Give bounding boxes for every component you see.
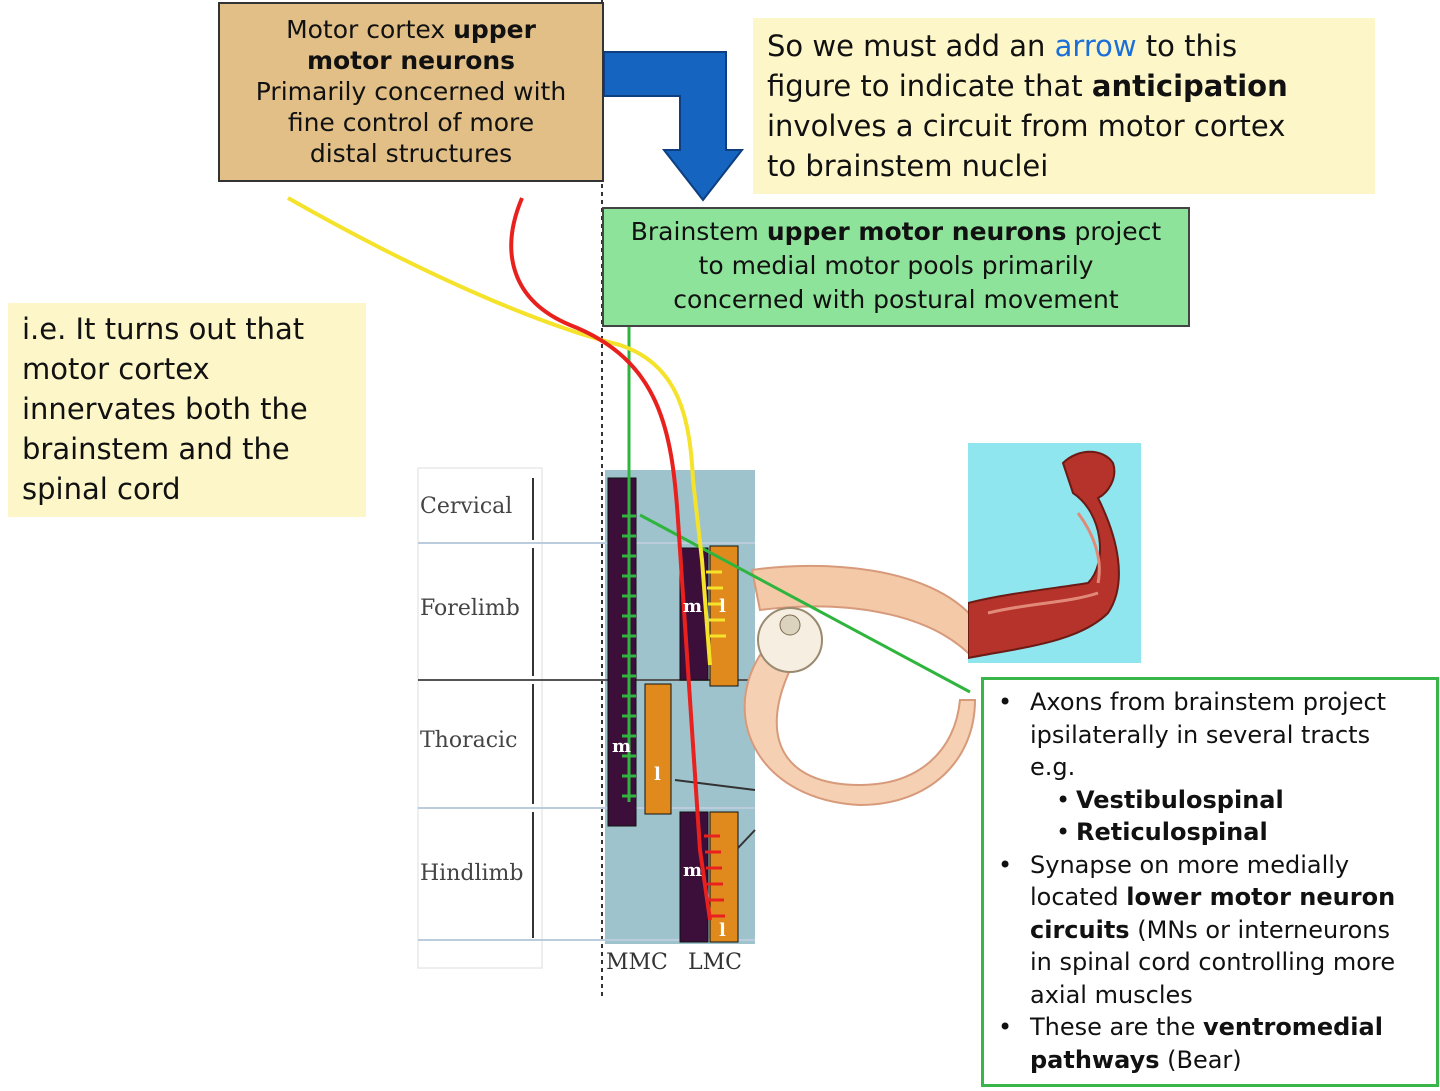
ie-text: spinal cord bbox=[22, 472, 181, 506]
brainstem-text: project bbox=[1066, 217, 1162, 246]
spinal-cord-cross-section bbox=[743, 564, 977, 807]
motor-box-text: distal structures bbox=[309, 139, 513, 168]
motor-box-bold: upper bbox=[453, 15, 536, 44]
segment-label-thoracic: Thoracic bbox=[420, 728, 518, 753]
pool-label-m: m bbox=[683, 596, 703, 617]
spinal-column-figure bbox=[417, 467, 756, 969]
axons-bullet-box: • Axons from brainstem project ipsilatera… bbox=[981, 677, 1439, 1087]
pool-label-l: l bbox=[719, 920, 726, 941]
bullet-glyph: • bbox=[1056, 785, 1071, 814]
flexed-arm-image bbox=[967, 443, 1141, 663]
brainstem-box: Brainstem upper motor neurons project to… bbox=[602, 207, 1190, 327]
pool-label-m: m bbox=[612, 736, 632, 757]
lmc-pool-forelimb bbox=[709, 545, 739, 687]
axon-text: axial muscles bbox=[1030, 980, 1193, 1009]
note-text: to brainstem nuclei bbox=[767, 149, 1049, 183]
segment-label-cervical: Cervical bbox=[420, 494, 513, 519]
ie-text: motor cortex bbox=[22, 352, 210, 386]
bullet-glyph: • bbox=[998, 1013, 1013, 1041]
brainstem-text: Brainstem bbox=[630, 217, 767, 246]
column-label-mmc: MMC bbox=[606, 950, 668, 975]
bullet-glyph: • bbox=[1056, 818, 1071, 846]
axon-text: Axons from brainstem project bbox=[1030, 688, 1387, 716]
axon-text: ipsilaterally in several tracts bbox=[1030, 720, 1371, 749]
lmc-pool-thoracic bbox=[644, 683, 672, 815]
brainstem-text: concerned with postural movement bbox=[673, 285, 1119, 314]
note-arrow-word: arrow bbox=[1054, 29, 1137, 63]
axon-bold: lower motor neuron bbox=[1126, 883, 1396, 911]
axon-bold: ventromedial bbox=[1203, 1013, 1383, 1041]
big-blue-arrow bbox=[603, 51, 745, 202]
motor-box-text: fine control of more bbox=[287, 108, 535, 137]
column-label-lmc: LMC bbox=[688, 950, 742, 975]
lmc-pool-hindlimb bbox=[709, 811, 739, 943]
axon-text: e.g. bbox=[1030, 753, 1076, 781]
bullet-glyph: • bbox=[998, 688, 1013, 716]
ie-note-box: i.e. It turns out that motor cortex inne… bbox=[8, 303, 366, 517]
axon-text: These are the bbox=[1030, 1013, 1203, 1041]
yellow-synapse-ticks bbox=[706, 570, 726, 638]
cortex-tract-red bbox=[509, 197, 712, 921]
axon-text: located bbox=[1030, 883, 1127, 911]
motor-cortex-box: Motor cortex upper motor neurons Primari… bbox=[218, 2, 604, 182]
segment-label-forelimb: Forelimb bbox=[420, 596, 520, 621]
motor-box-text: Primarily concerned with bbox=[255, 77, 567, 106]
axon-bold: Reticulospinal bbox=[1076, 818, 1268, 846]
pool-label-l: l bbox=[654, 764, 661, 785]
note-text: So we must add an bbox=[767, 29, 1055, 63]
anticipation-note-box: So we must add an arrow to this figure t… bbox=[753, 18, 1375, 194]
brainstem-text: to medial motor pools primarily bbox=[698, 251, 1094, 280]
cortex-tract-yellow bbox=[287, 196, 712, 666]
brainstem-bold: upper motor neurons bbox=[766, 217, 1067, 246]
brainstem-tract-green bbox=[627, 314, 971, 802]
axon-text: in spinal cord controlling more bbox=[1030, 948, 1396, 976]
axon-text: (Bear) bbox=[1159, 1045, 1242, 1074]
bullet-glyph: • bbox=[998, 850, 1013, 879]
ie-text: brainstem and the bbox=[22, 432, 290, 466]
green-synapse-ticks bbox=[622, 514, 636, 798]
note-text: figure to indicate that bbox=[767, 69, 1092, 103]
motor-box-bold: motor neurons bbox=[306, 46, 516, 75]
axon-text: Synapse on more medially bbox=[1030, 850, 1350, 879]
pool-label-l: l bbox=[719, 596, 726, 617]
axon-bold: Vestibulospinal bbox=[1076, 785, 1284, 814]
axon-bold: pathways bbox=[1030, 1045, 1160, 1074]
note-bold: anticipation bbox=[1091, 69, 1288, 103]
mmc-pool bbox=[607, 477, 637, 827]
note-text: to this bbox=[1136, 29, 1238, 63]
ie-text: innervates both the bbox=[22, 392, 308, 426]
red-synapse-ticks bbox=[704, 834, 725, 918]
axon-text: (MNs or interneurons bbox=[1129, 915, 1390, 944]
motor-box-text: Motor cortex bbox=[286, 15, 454, 44]
pool-label-m: m bbox=[683, 860, 703, 881]
note-text: involves a circuit from motor cortex bbox=[767, 109, 1286, 143]
axon-bold: circuits bbox=[1030, 915, 1130, 944]
ie-text: i.e. It turns out that bbox=[22, 312, 305, 346]
segment-label-hindlimb: Hindlimb bbox=[420, 861, 524, 886]
